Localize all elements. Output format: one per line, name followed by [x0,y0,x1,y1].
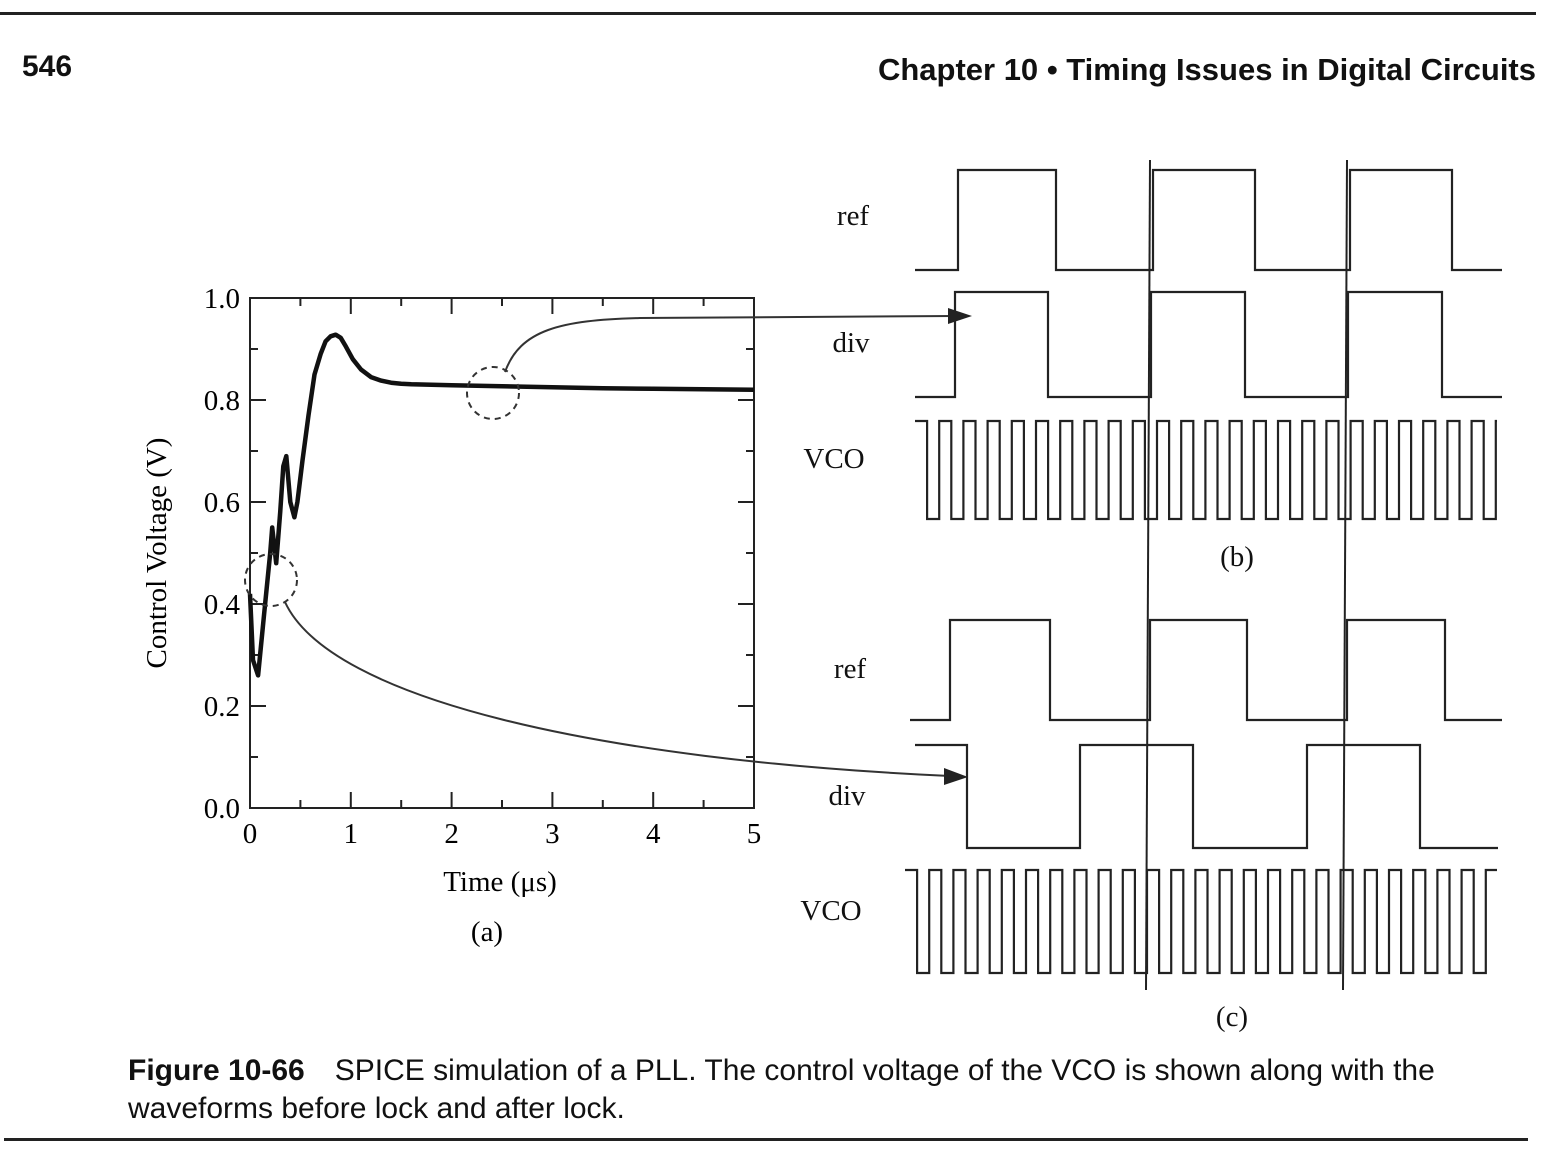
signal-label-vco-c: VCO [800,895,861,927]
y-tick-label: 0.0 [204,793,240,825]
waveform-panels [905,159,1502,991]
x-tick-label: 1 [344,818,359,850]
arrowhead-to-c [944,768,968,785]
vco-waveform-after-lock [905,868,1497,975]
x-axis-label: Time (μs) [443,866,557,898]
panel-c-label: (c) [1216,1001,1248,1033]
vco-waveform-before-lock [915,419,1497,521]
panel-b-label: (b) [1220,541,1254,573]
ref-waveform-before-lock [915,168,1502,272]
panel-a-label: (a) [471,916,503,948]
x-tick-labels: 0 1 2 3 4 5 [243,818,762,850]
x-tick-label: 5 [747,818,762,850]
x-tick-label: 2 [444,818,459,850]
chapter-title: Timing Issues in Digital Circuits [1066,52,1536,87]
ref-waveform-after-lock [910,618,1502,722]
plot-frame [249,297,755,809]
top-rule [0,12,1536,15]
axis-ticks [249,297,755,809]
callout-circle-locked [466,366,520,420]
y-tick-label: 1.0 [204,283,240,315]
control-voltage-plot: 0.0 0.2 0.4 0.6 0.8 1.0 0 1 2 3 4 5 Control Voltag… [141,283,761,948]
x-tick-label: 0 [243,818,258,850]
div-waveform-after-lock [915,743,1498,850]
caption-label: Figure 10-66 [128,1054,305,1087]
caption-text: SPICE simulation of a PLL. The control v… [128,1054,1435,1125]
chapter-number: Chapter 10 [877,52,1039,87]
y-tick-label: 0.6 [204,487,240,519]
signal-label-div-c: div [828,780,866,812]
alignment-line-1 [1145,159,1151,991]
bottom-rule [4,1138,1528,1141]
y-axis-label: Control Voltage (V) [141,438,173,669]
figure-10-66: 0.0 0.2 0.4 0.6 0.8 1.0 0 1 2 3 4 5 Control Voltag… [141,159,1502,1033]
callout-circle-unlocked [244,553,298,607]
signal-label-ref-b: ref [837,200,870,232]
control-voltage-line [247,332,755,678]
callout-arrow-to-c [284,601,951,777]
bullet: • [1046,52,1058,87]
y-tick-label: 0.8 [204,385,240,417]
signal-label-div-b: div [832,327,870,359]
y-tick-label: 0.4 [204,589,241,621]
y-tick-labels: 0.0 0.2 0.4 0.6 0.8 1.0 [204,283,241,825]
y-tick-label: 0.2 [204,691,240,723]
alignment-line-2 [1342,159,1348,991]
page-number: 546 [22,50,73,83]
div-waveform-before-lock [915,290,1502,399]
x-tick-label: 3 [545,818,560,850]
arrowhead-to-b [948,308,972,324]
signal-label-ref-c: ref [834,653,867,685]
running-head: Chapter 10 • Timing Issues in Digital Ci… [878,52,1536,88]
x-tick-label: 4 [646,818,661,850]
callout-arrow-to-b [504,315,956,373]
signal-label-vco-b: VCO [803,443,864,475]
